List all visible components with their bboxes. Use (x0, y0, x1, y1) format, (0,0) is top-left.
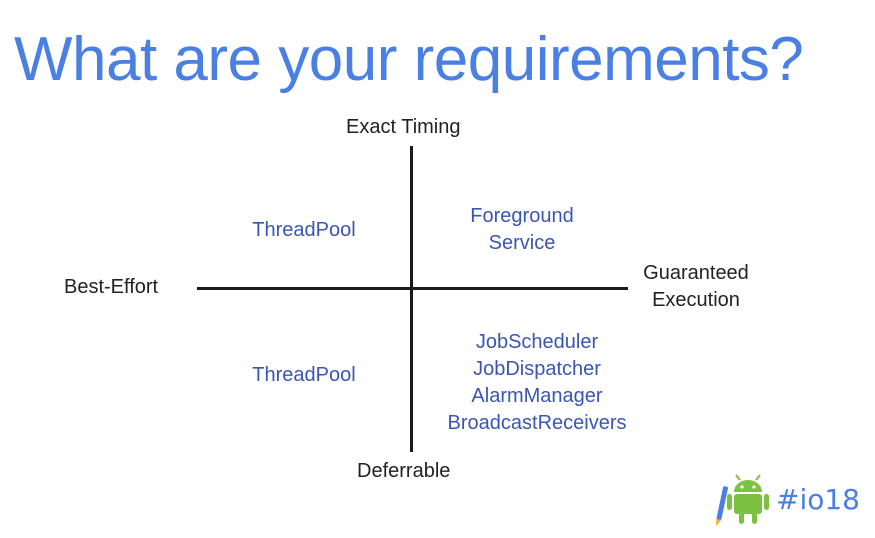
axis-label-guaranteed-execution: Guaranteed Execution (620, 260, 772, 314)
quadrant-item: JobDispatcher (473, 358, 601, 380)
quadrant-top-right: Foreground Service (440, 203, 604, 257)
quadrant-item: Service (488, 232, 556, 254)
axis-label-deferrable: Deferrable (357, 460, 451, 482)
quadrant-bottom-right: JobScheduler JobDispatcher AlarmManager … (425, 329, 649, 437)
quadrant-item: Foreground (470, 205, 574, 227)
axis-label-best-effort: Best-Effort (64, 276, 159, 298)
axis-label-execution: Execution (652, 289, 740, 311)
android-robot-icon (716, 474, 769, 527)
quadrant-item: ThreadPool (252, 219, 356, 241)
io18-logo: #io18 (716, 472, 866, 528)
quadrant-bottom-left: ThreadPool (226, 362, 382, 389)
slide-title: What are your requirements? (14, 25, 804, 94)
vertical-axis-line (410, 146, 413, 452)
quadrant-item: ThreadPool (252, 364, 356, 386)
horizontal-axis-line (197, 287, 628, 290)
quadrant-top-left: ThreadPool (226, 217, 382, 244)
quadrant-item: JobScheduler (475, 331, 599, 353)
axis-label-guaranteed: Guaranteed (643, 262, 749, 284)
quadrant-item: AlarmManager (471, 385, 603, 407)
io18-hashtag: #io18 (776, 483, 860, 516)
axis-label-exact-timing: Exact Timing (346, 116, 461, 138)
quadrant-item: BroadcastReceivers (447, 412, 627, 434)
